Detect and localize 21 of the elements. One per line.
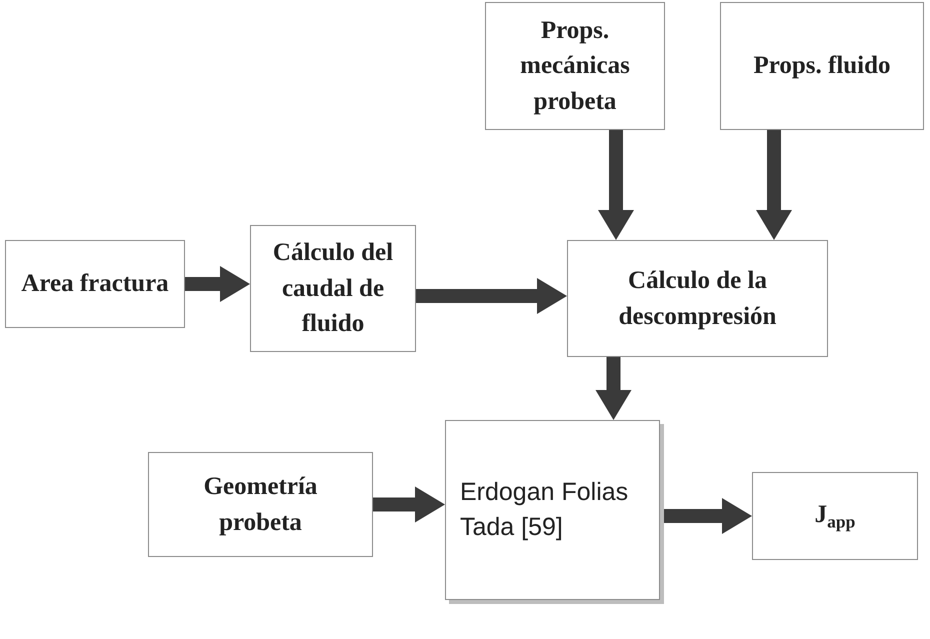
process-box — [485, 2, 665, 130]
box-label: Erdogan Folias Tada [59] — [460, 476, 630, 543]
block-arrow — [373, 486, 445, 522]
block-arrow — [598, 130, 634, 240]
process-box — [720, 2, 924, 130]
process-box — [567, 240, 828, 357]
process-box — [5, 240, 185, 328]
box-label: Area fractura — [21, 269, 169, 300]
process-box — [752, 472, 918, 560]
block-arrow — [185, 266, 250, 302]
process-box — [250, 225, 416, 352]
box-label: Props. fluido — [753, 51, 891, 82]
box-label: Cálculo de la descompresión — [618, 266, 778, 332]
box-label: Props. mecánicas probeta — [519, 16, 631, 117]
process-box — [148, 452, 373, 557]
block-arrow — [416, 278, 567, 314]
block-arrow — [756, 130, 792, 240]
block-arrow — [596, 357, 632, 420]
box-label: Cálculo del caudal de fluido — [272, 238, 394, 340]
box-label: Geometría probeta — [202, 472, 318, 538]
box-label: J$_{app}$ — [814, 500, 856, 534]
